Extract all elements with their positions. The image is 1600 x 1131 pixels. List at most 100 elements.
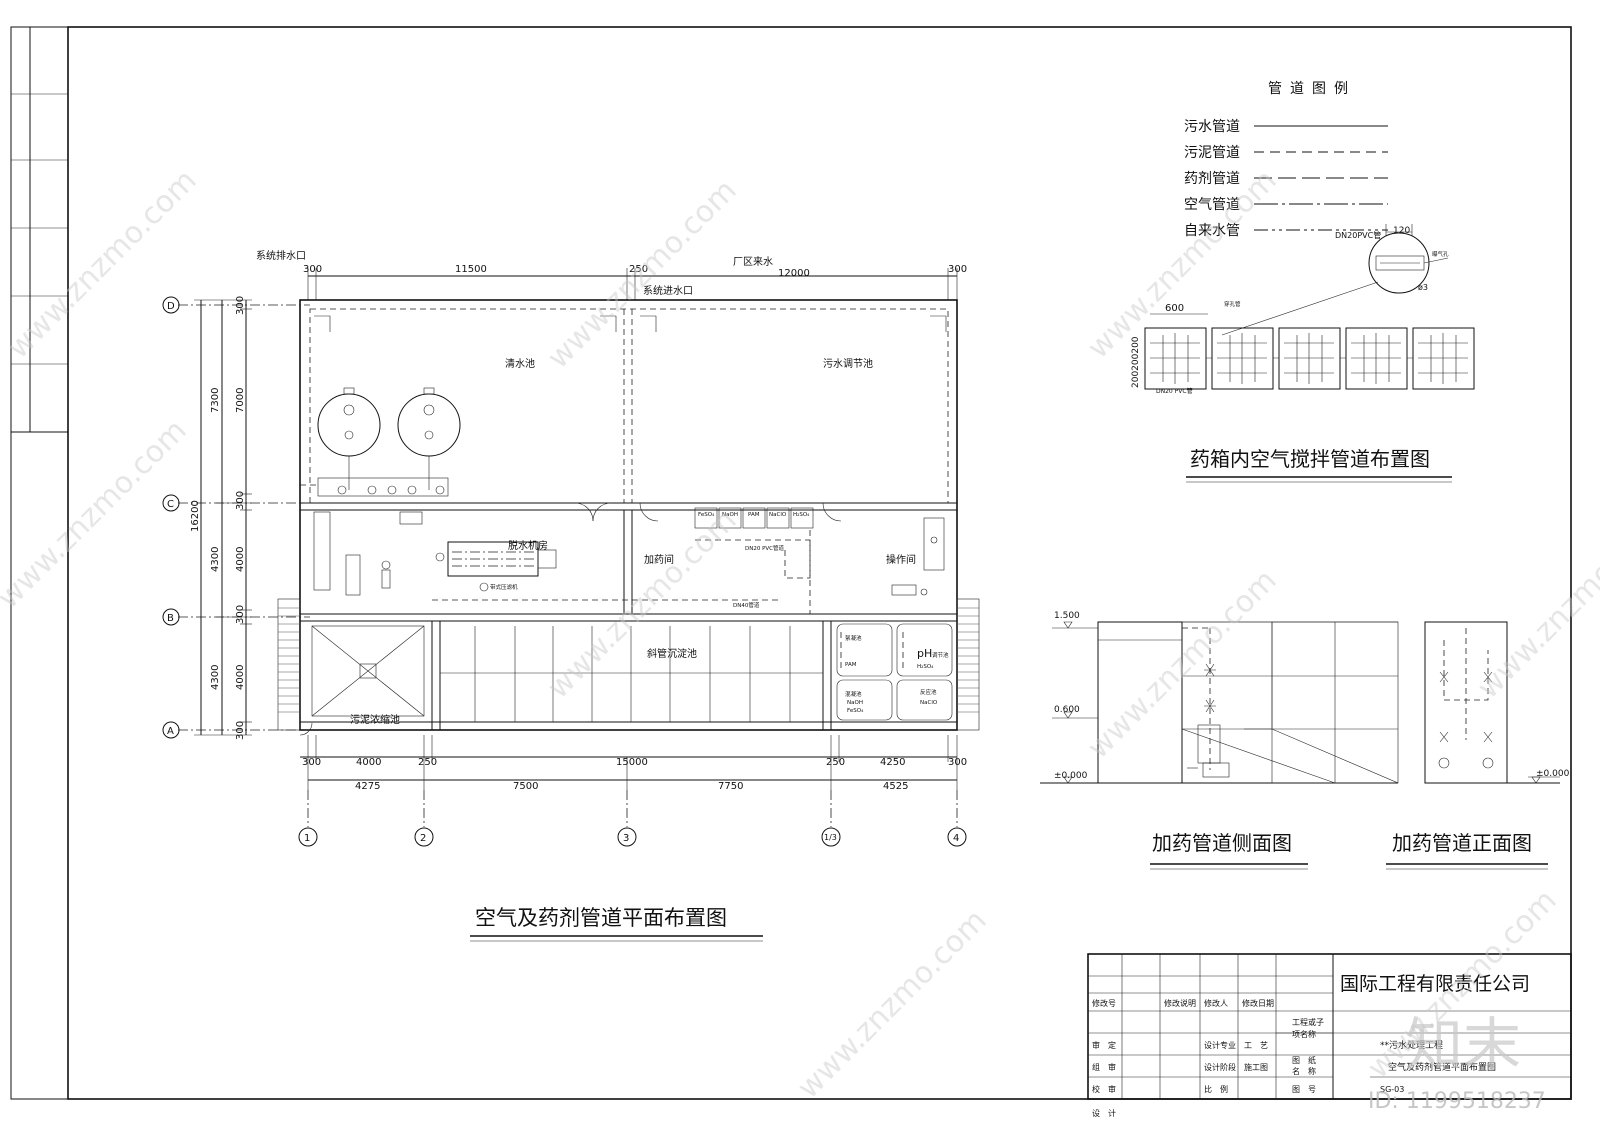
pipe-legend: 管道图例 污水管道 污泥管道 药剂管道 空气管道 自来水管 <box>1184 81 1388 239</box>
top-dim-2: 250 <box>629 264 648 275</box>
room-sludge: 污泥浓缩池 <box>350 713 400 726</box>
row-axis-b: B <box>167 613 174 624</box>
dewater-room-equipment <box>313 511 445 596</box>
left-dim-inner-0: 300 <box>235 296 246 315</box>
label-mix2: 混凝池 <box>845 690 862 698</box>
legend-item-4: 自来水管 <box>1184 223 1240 239</box>
label-pam: PAM <box>845 662 857 668</box>
col-axis-4: 4 <box>953 833 959 844</box>
col-axis-3: 3 <box>623 833 629 844</box>
bottom-dim2-3: 4525 <box>883 781 908 792</box>
room-equalization: 污水调节池 <box>823 357 873 370</box>
axis-lines <box>178 304 310 731</box>
room-dewater: 脱水机房 <box>508 539 548 552</box>
chem-box-3: NaClO <box>769 512 787 518</box>
label-plant-inlet: 厂区来水 <box>733 256 773 268</box>
label-ph-adjust: 调节池 <box>932 651 949 659</box>
bottom-dim2-0: 4275 <box>355 781 380 792</box>
bottom-dim1-2: 250 <box>418 757 437 768</box>
left-dim-inner-1: 7000 <box>235 388 246 413</box>
col-axis-2: 2 <box>420 833 426 844</box>
detail-dim-120: 120 <box>1393 226 1410 236</box>
svg-text:www.znzmo.com: www.znzmo.com <box>1081 163 1284 366</box>
bottom-dim1-0: 300 <box>302 757 321 768</box>
label-mix1: 絮凝池 <box>845 634 862 642</box>
chem-box-4: H₂SO₄ <box>793 512 810 518</box>
top-dimension-line <box>307 268 958 300</box>
left-dim-4300a: 4300 <box>210 547 221 572</box>
dosing-tanks <box>836 623 953 721</box>
room-dosing: 加药间 <box>644 553 674 566</box>
main-title: 空气及药剂管道平面布置图 <box>475 906 727 930</box>
top-dim-3: 12000 <box>778 268 810 279</box>
left-dim-inner-6: 300 <box>235 721 246 740</box>
building-outline <box>277 299 980 731</box>
bottom-dim1-4: 250 <box>826 757 845 768</box>
tb-check: 组 审 <box>1092 1062 1116 1072</box>
svg-text:www.znzmo.com: www.znzmo.com <box>1 163 204 366</box>
tb-company: 国际工程有限责任公司 <box>1340 973 1530 995</box>
legend-item-3: 空气管道 <box>1184 197 1240 213</box>
label-h2so4: H₂SO₄ <box>917 664 934 670</box>
bottom-dim1-1: 4000 <box>356 757 381 768</box>
col-axis-1: 1 <box>304 833 310 844</box>
chem-box-1: NaOH <box>722 512 738 518</box>
operation-room-equipment <box>891 517 945 596</box>
legend-item-1: 污泥管道 <box>1184 145 1240 161</box>
stair-hatch <box>278 607 979 713</box>
room-sediment: 斜管沉淀池 <box>647 647 697 660</box>
sheet-frame-inner <box>67 26 1572 1100</box>
tb-project-value: **污水处理工程 <box>1380 1039 1443 1051</box>
tb-rev-desc: 修改说明 <box>1164 998 1196 1008</box>
tb-drawing-no-label: 图 号 <box>1292 1085 1316 1094</box>
tb-design-major: 设计专业 <box>1204 1040 1236 1050</box>
left-dim-16200: 16200 <box>190 500 201 532</box>
row-axis-bubbles <box>162 296 180 739</box>
tb-rev-no: 修改号 <box>1092 998 1116 1008</box>
left-dim-7300: 7300 <box>210 388 221 413</box>
label-feso4: FeSO₄ <box>847 708 864 714</box>
tb-rev-date: 修改日期 <box>1242 998 1274 1008</box>
side-el-1: 1.500 <box>1054 611 1080 621</box>
tb-drawing-name: 空气及药剂管道平面布置图 <box>1388 1061 1496 1073</box>
left-dim-4300b: 4300 <box>210 665 221 690</box>
tb-design-major-value: 工 艺 <box>1244 1041 1268 1050</box>
left-dimension-lines <box>194 299 252 736</box>
top-dim-0: 300 <box>303 264 322 275</box>
tb-project-name: 项名称 <box>1292 1029 1316 1039</box>
tb-name: 名 称 <box>1292 1066 1316 1076</box>
front-view-title: 加药管道正面图 <box>1392 831 1532 855</box>
pressure-vessel-2 <box>397 387 461 490</box>
legend-item-2: 药剂管道 <box>1184 171 1240 187</box>
detail-label-a: 曝气孔 <box>1432 250 1449 258</box>
label-dewater-machine: 带式压滤机 <box>490 583 518 591</box>
left-dim-inner-3: 4000 <box>235 547 246 572</box>
svg-text:www.znzmo.com: www.znzmo.com <box>0 413 194 616</box>
top-dim-1: 11500 <box>455 264 487 275</box>
label-react: 反应池 <box>920 688 937 696</box>
dewatering-machine <box>432 541 780 601</box>
doors <box>299 502 842 736</box>
tb-design-stage: 设计阶段 <box>1204 1062 1236 1072</box>
left-dim-inner-2: 300 <box>235 491 246 510</box>
chem-box-0: FeSO₄ <box>698 512 715 518</box>
tb-proof: 校 审 <box>1092 1084 1116 1094</box>
row-axis-a: A <box>167 726 174 737</box>
left-dim-inner-5: 4000 <box>235 665 246 690</box>
front-el-1: ±0.000 <box>1536 769 1570 779</box>
watermark-id: ID: 1199518237 <box>1368 1089 1546 1114</box>
sludge-hopper <box>311 625 425 717</box>
bottom-dim1-5: 4250 <box>880 757 905 768</box>
room-clear-pool: 清水池 <box>505 357 535 370</box>
label-dn20: DN20 PVC管道 <box>745 544 785 552</box>
tb-design-stage-value: 施工图 <box>1244 1062 1268 1072</box>
detail-dn20-top: DN20PVC管 <box>1335 230 1381 240</box>
bottom-dim2-2: 7750 <box>718 781 743 792</box>
col-axis-bubbles <box>298 827 967 847</box>
side-el-3: ±0.000 <box>1054 771 1088 781</box>
detail-dim-600: 600 <box>1165 303 1184 314</box>
binding-strip <box>10 27 68 433</box>
svg-text:www.znzmo.com: www.znzmo.com <box>541 173 744 376</box>
col-axis-1-3: 1/3 <box>824 833 837 842</box>
